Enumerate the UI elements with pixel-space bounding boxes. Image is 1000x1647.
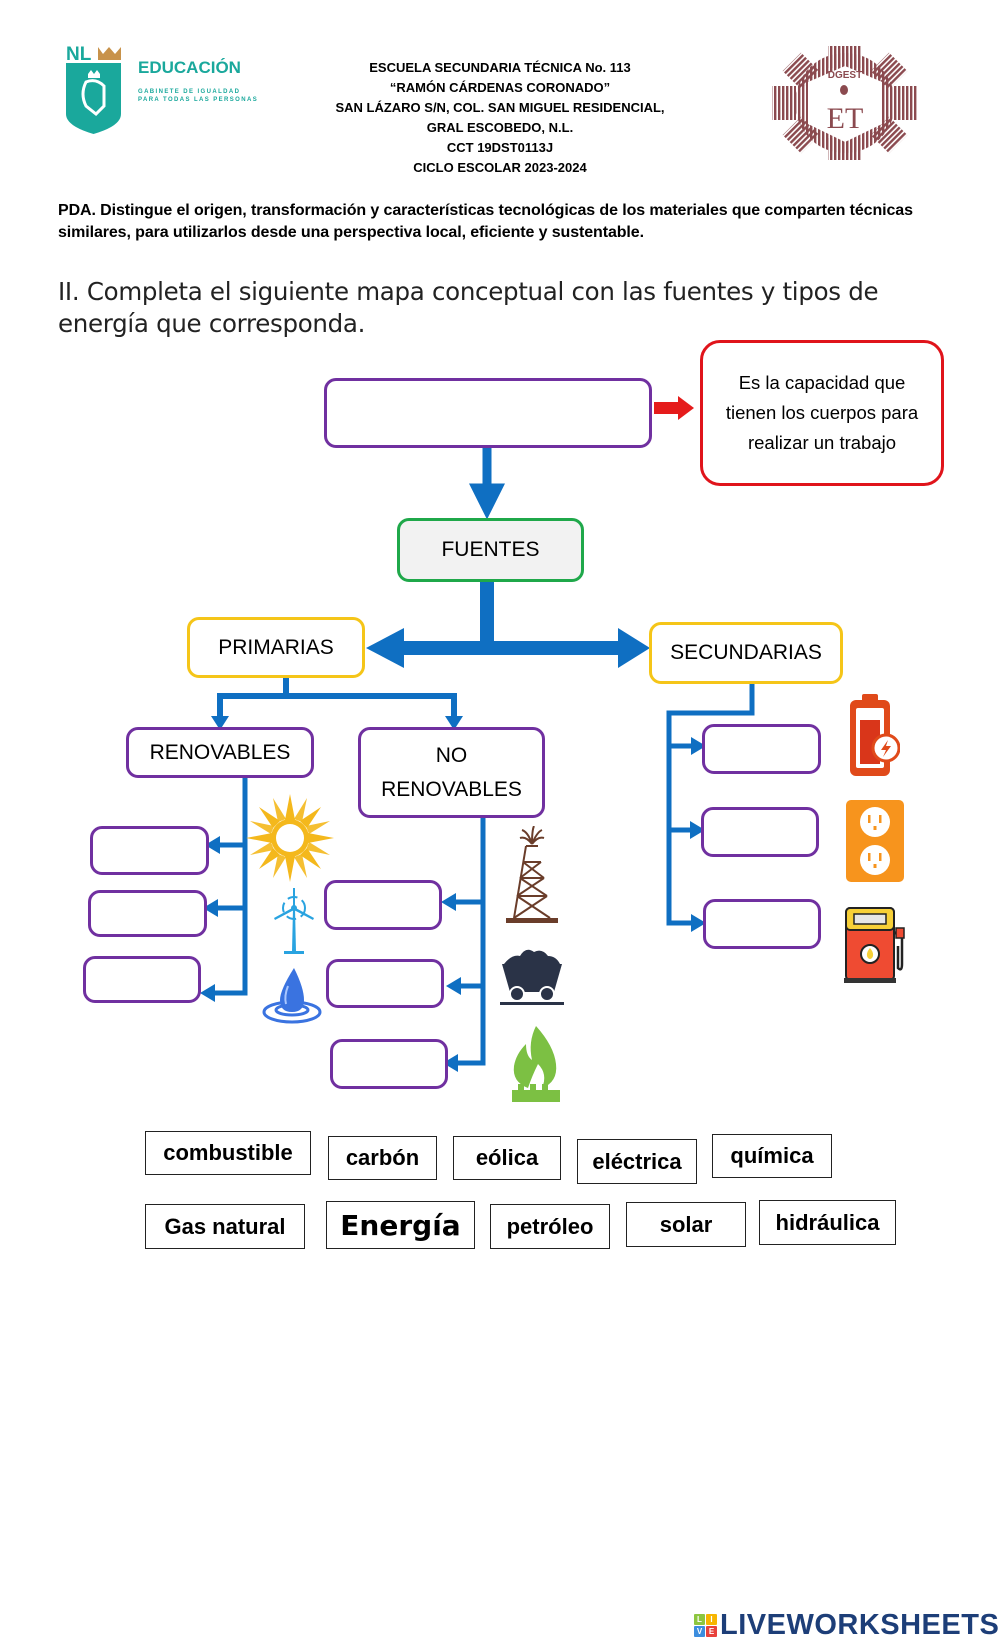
lw-grid-e: E bbox=[706, 1625, 717, 1637]
gas-flame-icon bbox=[512, 1026, 560, 1102]
no-renovables-branch bbox=[450, 818, 486, 1066]
secundarias-dropzone-2[interactable] bbox=[701, 807, 819, 857]
word-chip-combustible[interactable]: combustible bbox=[145, 1131, 311, 1175]
renovables-node: RENOVABLES bbox=[126, 727, 314, 778]
nl-educacion-logo: NL EDUCACIÓN GABINETE DE IGUALDAD PARA T… bbox=[66, 44, 276, 144]
definition-text: Es la capacidad que tienen los cuerpos p… bbox=[725, 372, 919, 453]
secundarias-label: SECUNDARIAS bbox=[670, 641, 822, 664]
liveworksheets-logo: L I V E LIVEWORKSHEETS bbox=[694, 1608, 1000, 1641]
primarias-node: PRIMARIAS bbox=[187, 617, 365, 678]
sun-icon bbox=[246, 794, 334, 882]
fuel-pump-icon bbox=[844, 907, 905, 983]
primarias-label: PRIMARIAS bbox=[218, 635, 334, 659]
nl-shield-icon: NL bbox=[66, 44, 121, 134]
school-address: SAN LÁZARO S/N, COL. SAN MIGUEL RESIDENC… bbox=[335, 100, 665, 115]
educacion-subtitle-line2: PARA TODAS LAS PERSONAS bbox=[138, 97, 259, 103]
water-drop-icon bbox=[262, 968, 322, 1024]
primarias-branch bbox=[217, 678, 457, 720]
word-chip-gas-natural[interactable]: Gas natural bbox=[145, 1204, 305, 1249]
dgest-text: DGEST bbox=[828, 70, 862, 81]
lw-grid-l: L bbox=[694, 1613, 705, 1625]
no-renovables-dropzone-2[interactable] bbox=[326, 959, 444, 1008]
educacion-subtitle: GABINETE DE IGUALDAD PARA TODAS LAS PERS… bbox=[138, 88, 258, 104]
renovables-dropzone-1[interactable] bbox=[90, 826, 209, 875]
liveworksheets-grid-icon: L I V E bbox=[694, 1613, 717, 1637]
word-chip-eolica[interactable]: eólica bbox=[453, 1136, 561, 1180]
word-chip-carbon[interactable]: carbón bbox=[328, 1136, 437, 1180]
oil-derrick-icon bbox=[506, 826, 558, 923]
school-city: GRAL ESCOBEDO, N.L. bbox=[426, 120, 574, 135]
school-cct: CCT 19DST0113J bbox=[446, 140, 554, 155]
primarias-secundarias-double-arrow bbox=[366, 628, 650, 668]
no-renovables-node: NO RENOVABLES bbox=[358, 727, 545, 818]
word-chip-quimica[interactable]: química bbox=[712, 1134, 832, 1178]
secundarias-branch bbox=[666, 682, 755, 926]
no-renovables-dropzone-1[interactable] bbox=[324, 880, 442, 930]
school-name: ESCUELA SECUNDARIA TÉCNICA No. 113 bbox=[369, 60, 631, 75]
coal-cart-icon bbox=[500, 949, 564, 1005]
pda-statement: PDA. Distingue el origen, transformación… bbox=[58, 202, 913, 241]
secundarias-dropzone-1[interactable] bbox=[702, 724, 821, 774]
secundarias-node: SECUNDARIAS bbox=[649, 622, 843, 684]
word-chip-petroleo[interactable]: petróleo bbox=[490, 1204, 610, 1249]
power-outlet-icon bbox=[846, 800, 904, 882]
fuentes-node: FUENTES bbox=[397, 518, 584, 582]
lw-grid-v: V bbox=[694, 1625, 705, 1637]
root-answer-dropzone[interactable] bbox=[324, 378, 652, 448]
renovables-dropzone-3[interactable] bbox=[83, 956, 201, 1003]
renovables-arrowhead bbox=[211, 716, 229, 730]
dgest-initials: ET bbox=[827, 102, 864, 135]
renovables-branch bbox=[212, 778, 248, 996]
word-chip-energia[interactable]: Energía bbox=[326, 1201, 475, 1249]
word-chip-hidraulica[interactable]: hidráulica bbox=[759, 1200, 896, 1245]
secundarias-leaf-arrowheads bbox=[690, 737, 706, 932]
renovables-leaf-arrowheads bbox=[200, 836, 220, 1002]
no-renovables-arrowhead bbox=[445, 716, 463, 730]
definition-box: Es la capacidad que tienen los cuerpos p… bbox=[700, 340, 944, 486]
educacion-wordmark: EDUCACIÓN bbox=[138, 58, 241, 77]
liveworksheets-brand: LIVEWORKSHEETS bbox=[720, 1608, 1000, 1641]
educacion-subtitle-line1: GABINETE DE IGUALDAD bbox=[138, 89, 241, 95]
renovables-dropzone-2[interactable] bbox=[88, 890, 207, 937]
secundarias-dropzone-3[interactable] bbox=[703, 899, 821, 949]
wind-turbine-icon bbox=[274, 888, 314, 954]
renovables-label: RENOVABLES bbox=[149, 740, 291, 764]
svg-text:NL: NL bbox=[66, 44, 92, 65]
no-renovables-leaf-arrowheads bbox=[441, 893, 461, 1072]
word-chip-solar[interactable]: solar bbox=[626, 1202, 746, 1247]
instruction-text: II. Completa el siguiente mapa conceptua… bbox=[58, 277, 879, 338]
gear-icon: DGEST ET bbox=[772, 46, 918, 160]
fuentes-label: FUENTES bbox=[441, 538, 540, 561]
school-honoree: “RAMÓN CÁRDENAS CORONADO” bbox=[389, 80, 611, 95]
no-renovables-label: NO RENOVABLES bbox=[381, 743, 522, 801]
dgest-logo: DGEST ET bbox=[770, 44, 920, 162]
no-renovables-dropzone-3[interactable] bbox=[330, 1039, 448, 1089]
definition-arrow bbox=[654, 396, 694, 420]
battery-icon bbox=[850, 694, 900, 776]
word-chip-electrica[interactable]: eléctrica bbox=[577, 1139, 697, 1184]
lw-grid-i: I bbox=[706, 1613, 717, 1625]
school-cycle: CICLO ESCOLAR 2023-2024 bbox=[413, 160, 587, 175]
school-info: ESCUELA SECUNDARIA TÉCNICA No. 113 “RAMÓ… bbox=[300, 58, 700, 178]
